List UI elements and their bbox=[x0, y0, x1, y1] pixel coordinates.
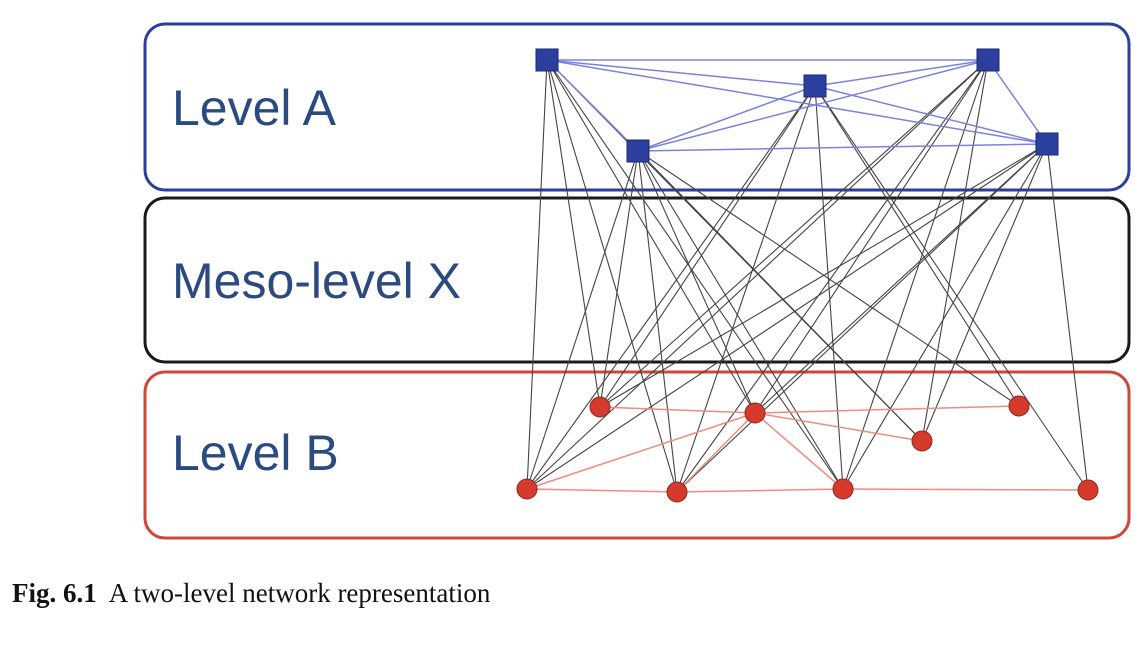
level-b-node bbox=[911, 430, 933, 452]
level-a-edge bbox=[987, 59, 1048, 145]
cross-level-edge bbox=[842, 59, 989, 490]
level-a-node bbox=[976, 48, 1000, 72]
level-b-edge bbox=[754, 412, 844, 490]
cross-level-edge bbox=[546, 59, 678, 493]
level-a-label: Level A bbox=[172, 80, 337, 136]
cross-level-edge bbox=[842, 143, 1048, 490]
meso-level-x-label: Meso-level X bbox=[172, 253, 461, 309]
cross-level-edge bbox=[546, 59, 601, 408]
level-a-edge bbox=[814, 59, 989, 87]
level-a-edge bbox=[637, 143, 1048, 152]
cross-level-edge bbox=[526, 59, 548, 490]
caption-number: Fig. 6.1 bbox=[12, 578, 97, 608]
level-b-node bbox=[516, 478, 538, 500]
cross-level-edge bbox=[676, 143, 1048, 493]
cross-level-edge bbox=[814, 85, 844, 490]
cross-level-edge bbox=[814, 85, 1089, 491]
cross-level-edge bbox=[814, 85, 1020, 407]
cross-level-edge bbox=[637, 150, 678, 493]
cross-level-edge bbox=[526, 143, 1048, 490]
cross-level-edge bbox=[526, 150, 639, 490]
meso-level-x-box bbox=[143, 196, 1131, 364]
cross-level-edge bbox=[599, 150, 639, 408]
level-b-edge bbox=[526, 412, 756, 490]
cross-level-edge bbox=[526, 59, 989, 490]
cross-level-edge bbox=[599, 143, 1048, 408]
cross-level-edge bbox=[599, 59, 989, 408]
cross-level-edge bbox=[546, 59, 756, 414]
level-b-nodes bbox=[516, 395, 1099, 503]
cross-level-edge bbox=[676, 59, 989, 493]
level-b-edge bbox=[676, 412, 756, 493]
cross-level-edge bbox=[637, 150, 756, 414]
level-b-edge bbox=[599, 406, 756, 414]
cross-level-edge bbox=[921, 59, 989, 442]
level-b-node bbox=[1077, 479, 1099, 501]
level-a-edge bbox=[546, 59, 1048, 145]
cross-level-edge bbox=[921, 143, 1048, 442]
level-a-node bbox=[535, 48, 559, 72]
cross-level-edges bbox=[526, 59, 1089, 493]
level-a-node bbox=[803, 74, 827, 98]
figure-caption: Fig. 6.1 A two-level network representati… bbox=[12, 578, 490, 609]
level-a-node bbox=[626, 139, 650, 163]
level-a-nodes bbox=[535, 48, 1059, 163]
level-a-edges bbox=[546, 59, 1048, 152]
level-b-node bbox=[744, 402, 766, 424]
cross-level-edge bbox=[637, 150, 844, 490]
cross-level-edge bbox=[676, 85, 816, 493]
level-b-node bbox=[1008, 395, 1030, 417]
level-b-label: Level B bbox=[172, 425, 339, 481]
level-b-edges bbox=[526, 405, 1089, 493]
level-a-edge bbox=[637, 59, 989, 152]
level-b-edge bbox=[842, 488, 1089, 491]
level-b-node bbox=[666, 481, 688, 503]
network-diagram: Level A Meso-level X Level B bbox=[143, 22, 1131, 540]
cross-level-edge bbox=[1046, 143, 1089, 491]
level-a-edge bbox=[546, 59, 816, 87]
level-a-node bbox=[1035, 132, 1059, 156]
level-b-node bbox=[832, 478, 854, 500]
level-b-box bbox=[143, 370, 1131, 540]
cross-level-edge bbox=[599, 85, 816, 408]
cross-level-edge bbox=[754, 143, 1048, 414]
cross-level-edge bbox=[637, 150, 923, 442]
level-a-edge bbox=[637, 85, 816, 152]
level-b-edge bbox=[754, 412, 923, 442]
level-a-edge bbox=[546, 59, 639, 152]
cross-level-edge bbox=[637, 150, 1020, 407]
cross-level-edge bbox=[526, 85, 816, 490]
level-b-node bbox=[589, 396, 611, 418]
caption-text: A two-level network representation bbox=[108, 578, 491, 608]
level-b-edge bbox=[676, 488, 844, 493]
level-b-edge bbox=[754, 405, 1020, 414]
level-b-edge bbox=[526, 488, 678, 493]
cross-level-edge bbox=[546, 59, 844, 490]
